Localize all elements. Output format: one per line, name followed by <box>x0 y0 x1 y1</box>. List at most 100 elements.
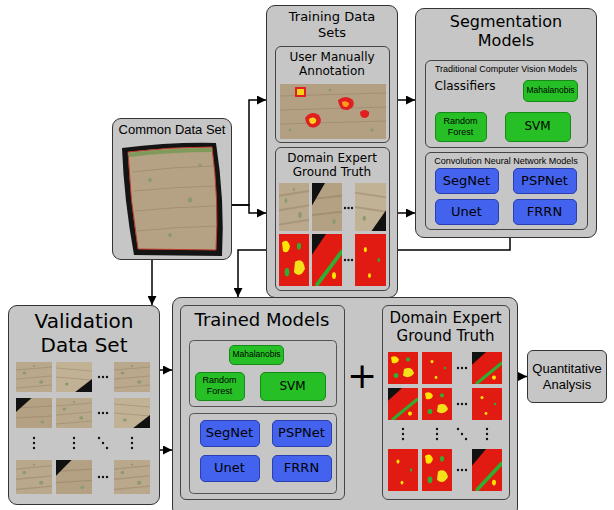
validation-thumbnails <box>33 442 35 444</box>
group-label: Classifiers <box>435 79 496 93</box>
ground-truth-thumbnails <box>312 183 342 231</box>
flow-arrow <box>232 100 266 205</box>
network-box: SegNet <box>435 168 499 194</box>
ground-truth-thumbnails <box>279 183 309 231</box>
annotated-field <box>370 128 374 132</box>
box-label: Mahalanobis <box>232 349 280 359</box>
network-box: PSPNet <box>513 168 577 194</box>
ground-truth-masks <box>486 428 488 430</box>
model-panel: Trained ModelsMahalanobisRandom Forest SV… <box>180 305 345 500</box>
box-label: PSPNet <box>278 425 325 441</box>
validation-thumbnails <box>73 447 75 449</box>
panel-title: Validation Data Set <box>22 309 147 357</box>
validation-thumbnails <box>98 476 100 478</box>
validation-thumbnails <box>73 442 75 444</box>
validation-thumbnails <box>73 437 75 439</box>
validation-thumbnails <box>56 362 92 392</box>
data-panel: Validation Data Set <box>8 305 160 505</box>
validation-thumbnails <box>33 447 35 449</box>
model-group-frame <box>190 414 337 494</box>
ground-truth-masks <box>457 367 459 369</box>
classifier-box: SVM <box>505 112 571 142</box>
data-panel: Domain Expert Ground Truth <box>382 305 510 500</box>
ground-truth-masks <box>422 449 452 491</box>
validation-thumbnails <box>106 376 108 378</box>
validation-thumbnails <box>106 476 108 478</box>
data-panel: Training Data SetsUser Manually Annotati… <box>266 5 398 298</box>
box-label: SegNet <box>206 425 253 441</box>
flow-arrow <box>160 369 172 371</box>
panel-title: Trained Models <box>182 309 342 331</box>
model-group: Convolution Neural Network ModelsSegNet P… <box>425 152 588 230</box>
annotated-field <box>280 84 386 139</box>
validation-thumbnails <box>131 447 133 449</box>
data-panel: User Manually Annotation <box>275 46 390 143</box>
ground-truth-masks <box>436 438 438 440</box>
field-photo <box>128 148 212 157</box>
ground-truth-masks <box>457 403 459 405</box>
ground-truth-masks <box>402 367 488 471</box>
annotated-field <box>342 101 349 107</box>
flow-arrow <box>398 99 415 101</box>
ground-truth-masks <box>461 367 463 369</box>
panel-title: Convolution Neural Network Models <box>427 156 585 167</box>
ground-truth-masks <box>388 352 502 491</box>
ground-truth-masks <box>402 438 404 440</box>
annotated-field <box>289 129 292 132</box>
model-group-frame <box>190 341 337 407</box>
ground-truth-thumbnails <box>351 259 353 261</box>
box-label: Unet <box>451 204 482 220</box>
classifier-box: Random Forest <box>195 372 245 401</box>
ground-truth-thumbnails <box>347 259 349 261</box>
ground-truth-masks <box>388 449 418 491</box>
ground-truth-thumbnails <box>347 207 349 209</box>
validation-thumbnails <box>16 398 52 428</box>
box-label: Quantitative Analysis <box>530 361 604 392</box>
validation-thumbnails <box>56 460 92 494</box>
flow-arrow <box>518 376 527 378</box>
validation-thumbnails <box>98 437 100 439</box>
box-label: SVM <box>524 119 550 133</box>
network-box: SegNet <box>200 420 260 447</box>
validation-thumbnails <box>16 362 52 392</box>
classifier-box: Mahalanobis <box>523 80 578 102</box>
annotated-field <box>280 84 386 139</box>
validation-thumbnails <box>16 460 52 494</box>
ground-truth-thumbnails <box>355 183 386 231</box>
panel-title: Domain Expert Ground Truth <box>278 151 386 180</box>
ground-truth-thumbnails <box>344 259 346 261</box>
validation-thumbnails <box>106 412 108 414</box>
box-label: FRRN <box>284 460 319 476</box>
classifier-box: SVM <box>260 372 326 401</box>
ground-truth-masks <box>436 428 438 430</box>
network-box: Unet <box>200 455 260 482</box>
panel-title: Segmentation Models <box>436 12 576 50</box>
validation-thumbnails <box>16 362 150 494</box>
ground-truth-masks <box>461 403 463 405</box>
validation-thumbnails <box>131 442 133 444</box>
box-label: Random Forest <box>438 116 484 138</box>
ground-truth-masks <box>457 469 459 471</box>
ground-truth-masks <box>402 428 404 430</box>
validation-thumbnails <box>131 437 133 439</box>
validation-thumbnails <box>106 447 108 449</box>
ground-truth-thumbnails <box>344 207 346 209</box>
ground-truth-masks <box>457 428 459 430</box>
data-panel: Common Data Set <box>112 118 232 260</box>
model-group: Traditional Computer Vision ModelsClassi… <box>425 60 588 148</box>
box-label: PSPNet <box>521 173 568 189</box>
ground-truth-masks <box>461 433 463 435</box>
panel-title: Domain Expert Ground Truth <box>384 309 508 345</box>
model-group-frame <box>190 341 337 494</box>
ground-truth-thumbnails <box>355 234 386 286</box>
ground-truth-thumbnails <box>351 207 353 209</box>
box-label: Unet <box>214 460 245 476</box>
data-panel: Domain Expert Ground Truth <box>275 147 390 291</box>
ground-truth-masks <box>486 433 488 435</box>
box-label: Mahalanobis <box>526 85 574 95</box>
annotated-field <box>360 110 369 118</box>
validation-thumbnails <box>114 398 150 428</box>
box-label: SegNet <box>443 173 490 189</box>
validation-thumbnails <box>33 437 35 439</box>
